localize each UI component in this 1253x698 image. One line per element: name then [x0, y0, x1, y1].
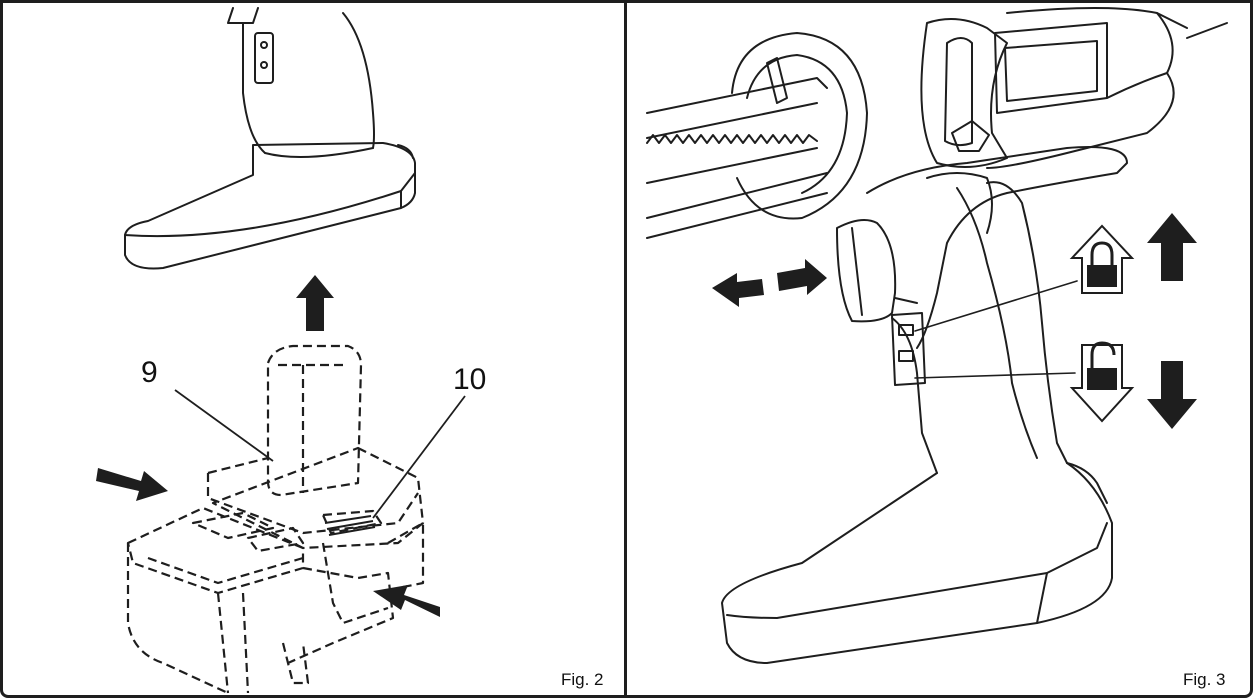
- lock-open-icon: [1069, 341, 1135, 423]
- battery-latch: [324, 515, 376, 536]
- arrow-up-icon: [1147, 213, 1197, 281]
- dashed-battery-pack: [126, 344, 425, 694]
- arrow-right-icon: [96, 468, 168, 501]
- tool-body: [646, 7, 1228, 664]
- figure-3-panel: Fig. 3: [627, 3, 1250, 695]
- tool-handle: [227, 7, 375, 158]
- figure-2-label: Fig. 2: [561, 670, 604, 689]
- tool-foot: [124, 142, 416, 270]
- lock-leader-lines: [914, 280, 1078, 379]
- figure-3-label: Fig. 3: [1183, 670, 1226, 689]
- arrow-down-icon: [1147, 361, 1197, 429]
- callout-9: 9: [141, 356, 158, 389]
- lock-closed-icon: [1069, 224, 1135, 294]
- arrow-up-icon: [296, 275, 334, 331]
- figure-3-drawing: [646, 7, 1228, 664]
- figure-2-panel: 9 10 Fig. 2: [3, 3, 627, 695]
- figure-2-drawing: [96, 7, 466, 694]
- callout-leader-lines: [174, 389, 466, 519]
- arrow-left-up-icon: [373, 585, 440, 617]
- double-arrow-horizontal-icon: [712, 259, 827, 307]
- callout-10: 10: [453, 363, 487, 396]
